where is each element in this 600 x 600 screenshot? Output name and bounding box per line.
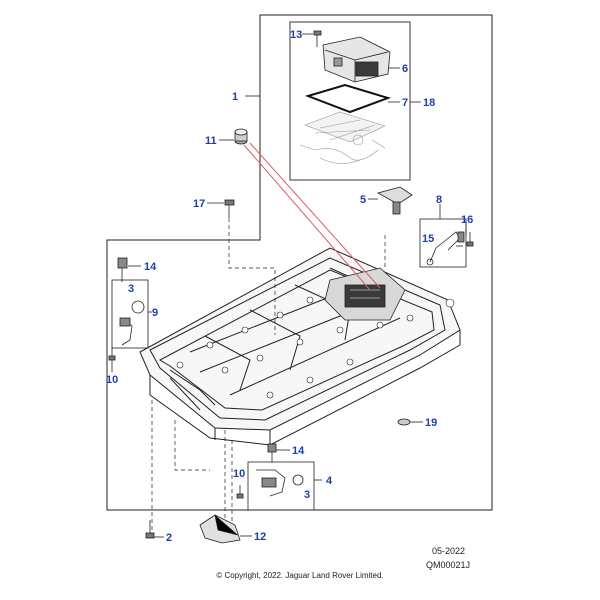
sensor-left [119, 300, 145, 346]
bracket-12 [199, 514, 241, 544]
callout-6: 6 [402, 63, 408, 75]
copyright-notice: © Copyright, 2022. Jaguar Land Rover Lim… [216, 571, 384, 580]
callout-3-bottom: 3 [304, 489, 310, 501]
diagram-code: QM00021J [426, 560, 471, 570]
callout-11: 11 [205, 135, 217, 147]
callout-13: 13 [290, 29, 302, 41]
bolt-17 [224, 199, 235, 218]
callout-18: 18 [423, 97, 435, 109]
gasket [304, 83, 392, 114]
callout-leaders [111, 33, 467, 538]
callout-14-bottom: 14 [292, 445, 305, 457]
callout-10-bottom: 10 [233, 468, 245, 480]
sensor-15 [426, 231, 465, 266]
callout-17: 17 [193, 198, 205, 210]
sensor-14-bottom [267, 443, 277, 462]
red-leader-lines [243, 142, 381, 291]
screw-10-bottom [236, 485, 244, 499]
sensor-14-left [117, 257, 128, 282]
callout-12: 12 [254, 531, 266, 543]
bolt-2 [145, 520, 155, 539]
revision-date: 05-2022 [432, 546, 466, 556]
sensor-bottom [256, 469, 304, 497]
frame-holes [176, 296, 455, 399]
seat-frame [139, 247, 461, 446]
callout-4: 4 [326, 475, 333, 487]
callout-10-left: 10 [106, 374, 118, 386]
callout-5: 5 [360, 194, 366, 206]
callout-14-left: 14 [144, 261, 157, 273]
harness-plate [299, 111, 386, 164]
callout-16: 16 [461, 214, 473, 226]
assembly-outline [106, 14, 493, 511]
screw-16 [466, 232, 474, 247]
grommet [234, 128, 248, 145]
callout-8: 8 [436, 194, 442, 206]
callout-15: 15 [422, 233, 434, 245]
group-box-4 [247, 461, 315, 511]
module-group-box [289, 21, 411, 181]
callout-7: 7 [402, 97, 408, 109]
dashed-lines [151, 218, 386, 535]
control-module [322, 36, 391, 83]
callout-1: 1 [232, 91, 238, 103]
central-bay [324, 267, 406, 321]
callout-19: 19 [425, 417, 437, 429]
callout-3-left: 3 [128, 283, 134, 295]
callout-9: 9 [152, 307, 158, 319]
group-box-9 [111, 279, 149, 349]
bracket-5 [376, 186, 413, 215]
callout-2: 2 [166, 532, 172, 544]
group-box-8 [419, 218, 467, 268]
bolt-13 [313, 30, 322, 47]
clip-19 [397, 418, 411, 426]
callout-labels: 1 13 6 7 18 11 17 5 8 16 15 14 3 9 10 19… [106, 29, 473, 544]
